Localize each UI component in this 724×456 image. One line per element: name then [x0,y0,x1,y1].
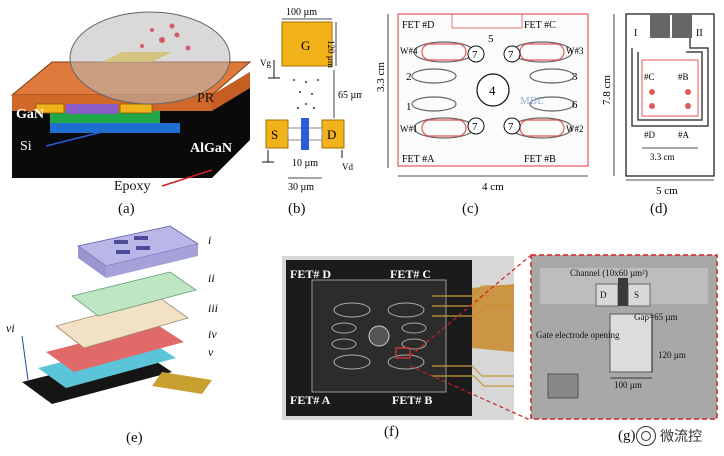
label-d-c: #C [644,72,655,82]
logo-mbl: MBL [520,95,544,107]
label-b-gap65: 65 µm [338,90,362,101]
panel-d: 7.8 cm I II #C #B #D #A 3.3 cm 5 cm [598,0,722,200]
watermark: 微流控 [636,426,702,446]
label-b-vg: Vg [260,58,271,68]
label-c-fet-d: FET #D [402,20,434,31]
watermark-text: 微流控 [660,429,702,445]
label-b-d: D [327,127,336,142]
label-f-fet-c: FET# C [390,267,431,281]
panel-a: PR GaN AlGaN Si Epoxy [2,0,262,200]
label-f-fet-d: FET# D [290,267,331,281]
panel-g: Channel (10x60 µm²) D S Gap=65 µm Gate e… [530,254,718,420]
label-algan: AlGaN [190,141,232,156]
label-g-h120: 120 µm [658,350,686,360]
label-d-b: #B [678,72,689,82]
label-b-g: G [301,38,310,53]
caption-f: (f) [384,424,399,440]
label-c-n4: 4 [489,83,496,98]
label-c-n7-a: 7 [472,121,478,133]
label-c-n5: 5 [488,33,494,45]
label-b-w10: 10 µm [292,158,318,169]
label-c-n3: 3 [572,71,578,83]
label-e-iii: iii [208,301,218,315]
label-f-fet-b: FET# B [392,393,432,407]
label-d-dim-in: 3.3 cm [650,152,675,162]
label-d-dim-h: 7.8 cm [601,75,613,105]
caption-a: (a) [118,201,135,217]
label-c-n6: 6 [572,99,578,111]
label-b-w100: 100 µm [286,7,317,18]
label-c-n7-c: 7 [508,49,514,61]
label-b-vd: Vd [342,162,353,172]
wechat-icon [636,426,656,446]
label-e-iv: iv [208,327,217,341]
label-c-w2: W#2 [566,124,584,134]
label-d-i: I [634,28,637,39]
label-c-w3: W#3 [566,46,584,56]
label-b-h120: 120 µm [326,40,336,68]
label-c-fet-c: FET #C [524,20,556,31]
label-b-s: S [271,127,278,142]
label-d-ii: II [696,28,703,39]
label-c-n7-b: 7 [508,121,514,133]
label-c-n2: 2 [406,71,412,83]
label-c-n1: 1 [406,101,412,113]
label-c-n7-d: 7 [472,49,478,61]
label-epoxy: Epoxy [114,179,151,194]
caption-b: (b) [288,201,306,217]
label-e-vi: vi [6,321,15,335]
label-d-d: #D [644,130,656,140]
label-c-w4: W#4 [400,46,418,56]
label-c-fet-b: FET #B [524,154,556,165]
label-c-dim-h: 3.3 cm [375,62,387,92]
caption-e: (e) [126,430,143,446]
label-si: Si [20,139,32,154]
label-c-fet-a: FET #A [402,154,435,165]
label-g-w100: 100 µm [614,380,642,390]
label-g-channel: Channel (10x60 µm²) [570,268,648,278]
caption-c: (c) [462,201,479,217]
label-c-dim-w: 4 cm [482,181,504,193]
label-e-i: i [208,233,211,247]
label-c-w1: W#1 [400,124,418,134]
label-d-dim-w: 5 cm [656,185,678,197]
caption-g: (g) [618,428,636,444]
panel-f: FET# D FET# C FET# A FET# B [282,256,514,420]
label-e-v: v [208,345,214,359]
label-g-gap: Gap=65 µm [634,312,678,322]
panel-c: 3.3 cm 4 7 7 7 7 5 2 1 3 [372,0,594,200]
label-gan: GaN [16,107,44,122]
label-b-w30: 30 µm [288,182,314,193]
label-e-ii: ii [208,271,215,285]
label-g-d: D [600,290,607,300]
panel-e: i ii iii iv v vi [2,222,270,428]
label-d-a: #A [678,130,690,140]
caption-d: (d) [650,201,668,217]
label-g-gate: Gate electrode opening [536,330,620,340]
label-pr: PR [197,91,215,106]
panel-b: 100 µm G 120 µm Vg 65 µm S D Vd 10 µm 30… [254,0,364,200]
label-g-s: S [634,290,639,300]
label-f-fet-a: FET# A [290,393,331,407]
